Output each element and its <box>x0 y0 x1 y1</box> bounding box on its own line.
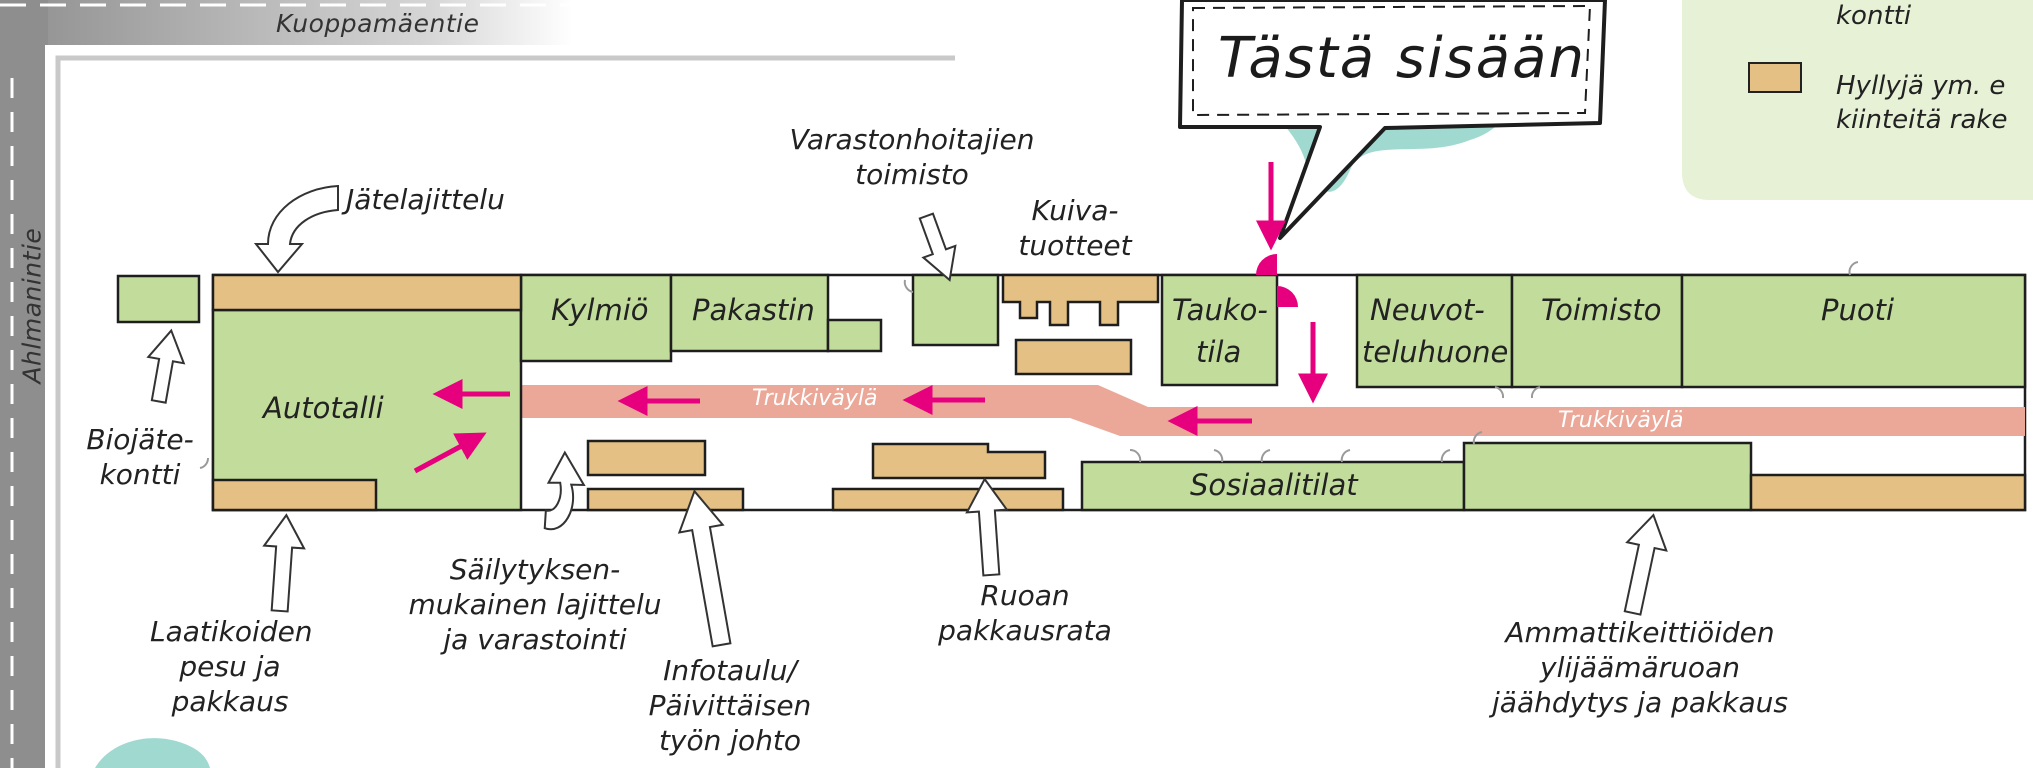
laatikoiden-arrow <box>262 513 306 613</box>
label-infotaulu-line2: Päivittäisen <box>648 689 812 722</box>
door <box>1213 449 1224 463</box>
door <box>1848 261 1859 276</box>
label-biojatekontti: Biojäte- kontti <box>80 422 200 492</box>
shelf-ruoan-2 <box>831 487 1065 512</box>
entrance-text: Tästä sisään <box>1218 26 1586 91</box>
shelf-top-autotalli <box>211 273 523 312</box>
shelf-ruoan-1 <box>871 442 1047 480</box>
room-toimisto: Toimisto <box>1541 293 1662 327</box>
toimisto-block <box>1510 273 1684 389</box>
biojate-arrow <box>146 328 186 404</box>
door <box>1129 448 1142 463</box>
legend-hyllyja-line2: kiinteitä rake <box>1836 105 2008 135</box>
label-varastonhoitajien-line2: toimisto <box>855 158 969 191</box>
varastonhoitajien-toimisto-block <box>911 273 1000 347</box>
room-puoti: Puoti <box>1821 293 1895 327</box>
pakastin-block <box>669 273 830 353</box>
room-autotalli: Autotalli <box>263 391 384 425</box>
door <box>1440 449 1451 463</box>
label-ammatti-line1: Ammattikeittiöiden <box>1505 616 1775 649</box>
label-laatikoiden-line2: pesu ja <box>179 650 281 683</box>
label-varastonhoitajien-toimisto: Varastonhoitajien toimisto <box>782 122 1042 192</box>
biojate-kontti-block <box>116 274 201 324</box>
autotalli-arrow-in <box>413 432 487 474</box>
legend-kontti: kontti <box>1836 1 1912 31</box>
label-varastonhoitajien-line1: Varastonhoitajien <box>789 123 1035 156</box>
label-sailytys-line3: ja varastointi <box>443 623 627 656</box>
door <box>1340 449 1351 463</box>
entrance-door <box>1256 254 1277 275</box>
label-sailytys-line2: mukainen lajittelu <box>408 588 662 621</box>
label-infotaulu: Infotaulu/ Päivittäisen työn johto <box>640 653 820 758</box>
infotaulu-arrow <box>677 489 732 648</box>
door <box>1530 386 1541 399</box>
sosiaalitilat-right-block <box>1462 441 1753 512</box>
legend-shelf-swatch <box>1748 62 1802 93</box>
legend <box>1682 0 2033 200</box>
sosiaalitilat-block <box>1080 460 1466 512</box>
label-infotaulu-line1: Infotaulu/ <box>663 654 797 687</box>
room-taukotila-line1: Tauko- <box>1172 293 1268 327</box>
entrance-bubble <box>1178 0 1607 240</box>
road-frame <box>0 0 955 768</box>
puoti-block <box>1680 273 2027 389</box>
room-pakastin: Pakastin <box>692 293 815 327</box>
room-kylmio: Kylmiö <box>551 293 649 327</box>
label-infotaulu-line3: työn johto <box>658 724 802 757</box>
room-taukotila-line2: tila <box>1196 335 1242 369</box>
label-kuivatuotteet: Kuiva- tuotteet <box>1010 193 1140 263</box>
shelf-kuivatuotteet-2 <box>1014 338 1133 376</box>
trukkivayla-label-left: Trukkiväylä <box>752 386 878 411</box>
entrance-door-arc <box>1277 286 1298 307</box>
kylmio-block <box>519 273 673 363</box>
door <box>199 457 210 469</box>
label-kuivatuotteet-line1: Kuiva- <box>1031 194 1119 227</box>
label-sailytys-line1: Säilytyksen- <box>449 553 621 586</box>
pakastin-small-block <box>826 318 883 353</box>
door <box>1494 386 1505 399</box>
label-laatikoiden-line1: Laatikoiden <box>150 615 313 648</box>
varastonhoitajien-arrow <box>918 212 957 282</box>
taukotila-block <box>1160 273 1279 387</box>
road-ahlmanintie: Ahlmanintie <box>17 227 47 384</box>
label-laatikoiden-pesu: Laatikoiden pesu ja pakkaus <box>150 614 313 719</box>
shelf-kuivatuotteet <box>1001 273 1160 327</box>
label-kuivatuotteet-line2: tuotteet <box>1018 229 1132 262</box>
label-laatikoiden-line3: pakkaus <box>171 685 289 718</box>
label-biojate-line1: Biojäte- <box>86 423 194 456</box>
door <box>1260 449 1271 463</box>
room-neuvotteluhuone-line1: Neuvot- <box>1370 293 1485 327</box>
ammatti-arrow <box>1623 513 1668 616</box>
label-ruoan-line2: pakkausrata <box>938 614 1112 647</box>
ruoan-arrow <box>965 477 1009 577</box>
label-jatelajittelu: Jätelajittelu <box>346 183 505 216</box>
shelf-bottom-autotalli <box>211 478 378 512</box>
trukkivayla-label-right: Trukkiväylä <box>1558 408 1684 433</box>
label-ruoan-pakkausrata: Ruoan pakkausrata <box>925 578 1125 648</box>
shelf-bottom-right <box>1749 473 2027 512</box>
room-sosiaalitilat: Sosiaalitilat <box>1190 468 1358 502</box>
label-biojate-line2: kontti <box>99 458 181 491</box>
jatelajittelu-curved-arrow <box>253 184 339 274</box>
road-kuoppamaentie: Kuoppamäentie <box>276 9 480 38</box>
label-ammattikeittiot: Ammattikeittiöiden ylijäämäruoan jäähdyt… <box>1470 615 1810 720</box>
legend-hyllyja-line1: Hyllyjä ym. e <box>1836 71 2006 101</box>
label-ruoan-line1: Ruoan <box>980 579 1070 612</box>
teal-splash-bottom <box>95 738 210 768</box>
truck-lane <box>521 385 2025 436</box>
room-neuvotteluhuone-line2: teluhuone <box>1362 335 1509 369</box>
label-ammatti-line2: ylijäämäruoan <box>1540 651 1740 684</box>
label-ammatti-line3: jäähdytys ja pakkaus <box>1492 686 1788 719</box>
door <box>903 279 914 293</box>
autotalli-block <box>211 308 523 512</box>
sailytys-curved-arrow <box>543 450 586 531</box>
label-sailytys: Säilytyksen- mukainen lajittelu ja varas… <box>395 552 675 657</box>
shelf-sailytys-1 <box>586 439 707 477</box>
door <box>1472 431 1483 445</box>
